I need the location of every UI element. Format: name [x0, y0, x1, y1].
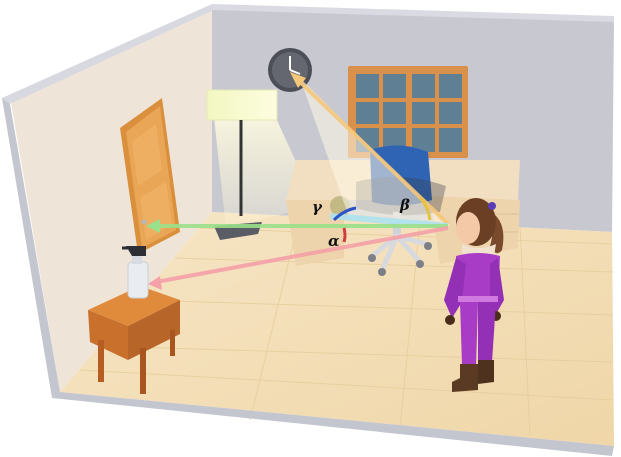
alpha-arc	[344, 228, 345, 242]
alpha-label: α	[328, 232, 340, 250]
beta-label: β	[399, 196, 410, 214]
gamma-label: γ	[312, 198, 323, 216]
